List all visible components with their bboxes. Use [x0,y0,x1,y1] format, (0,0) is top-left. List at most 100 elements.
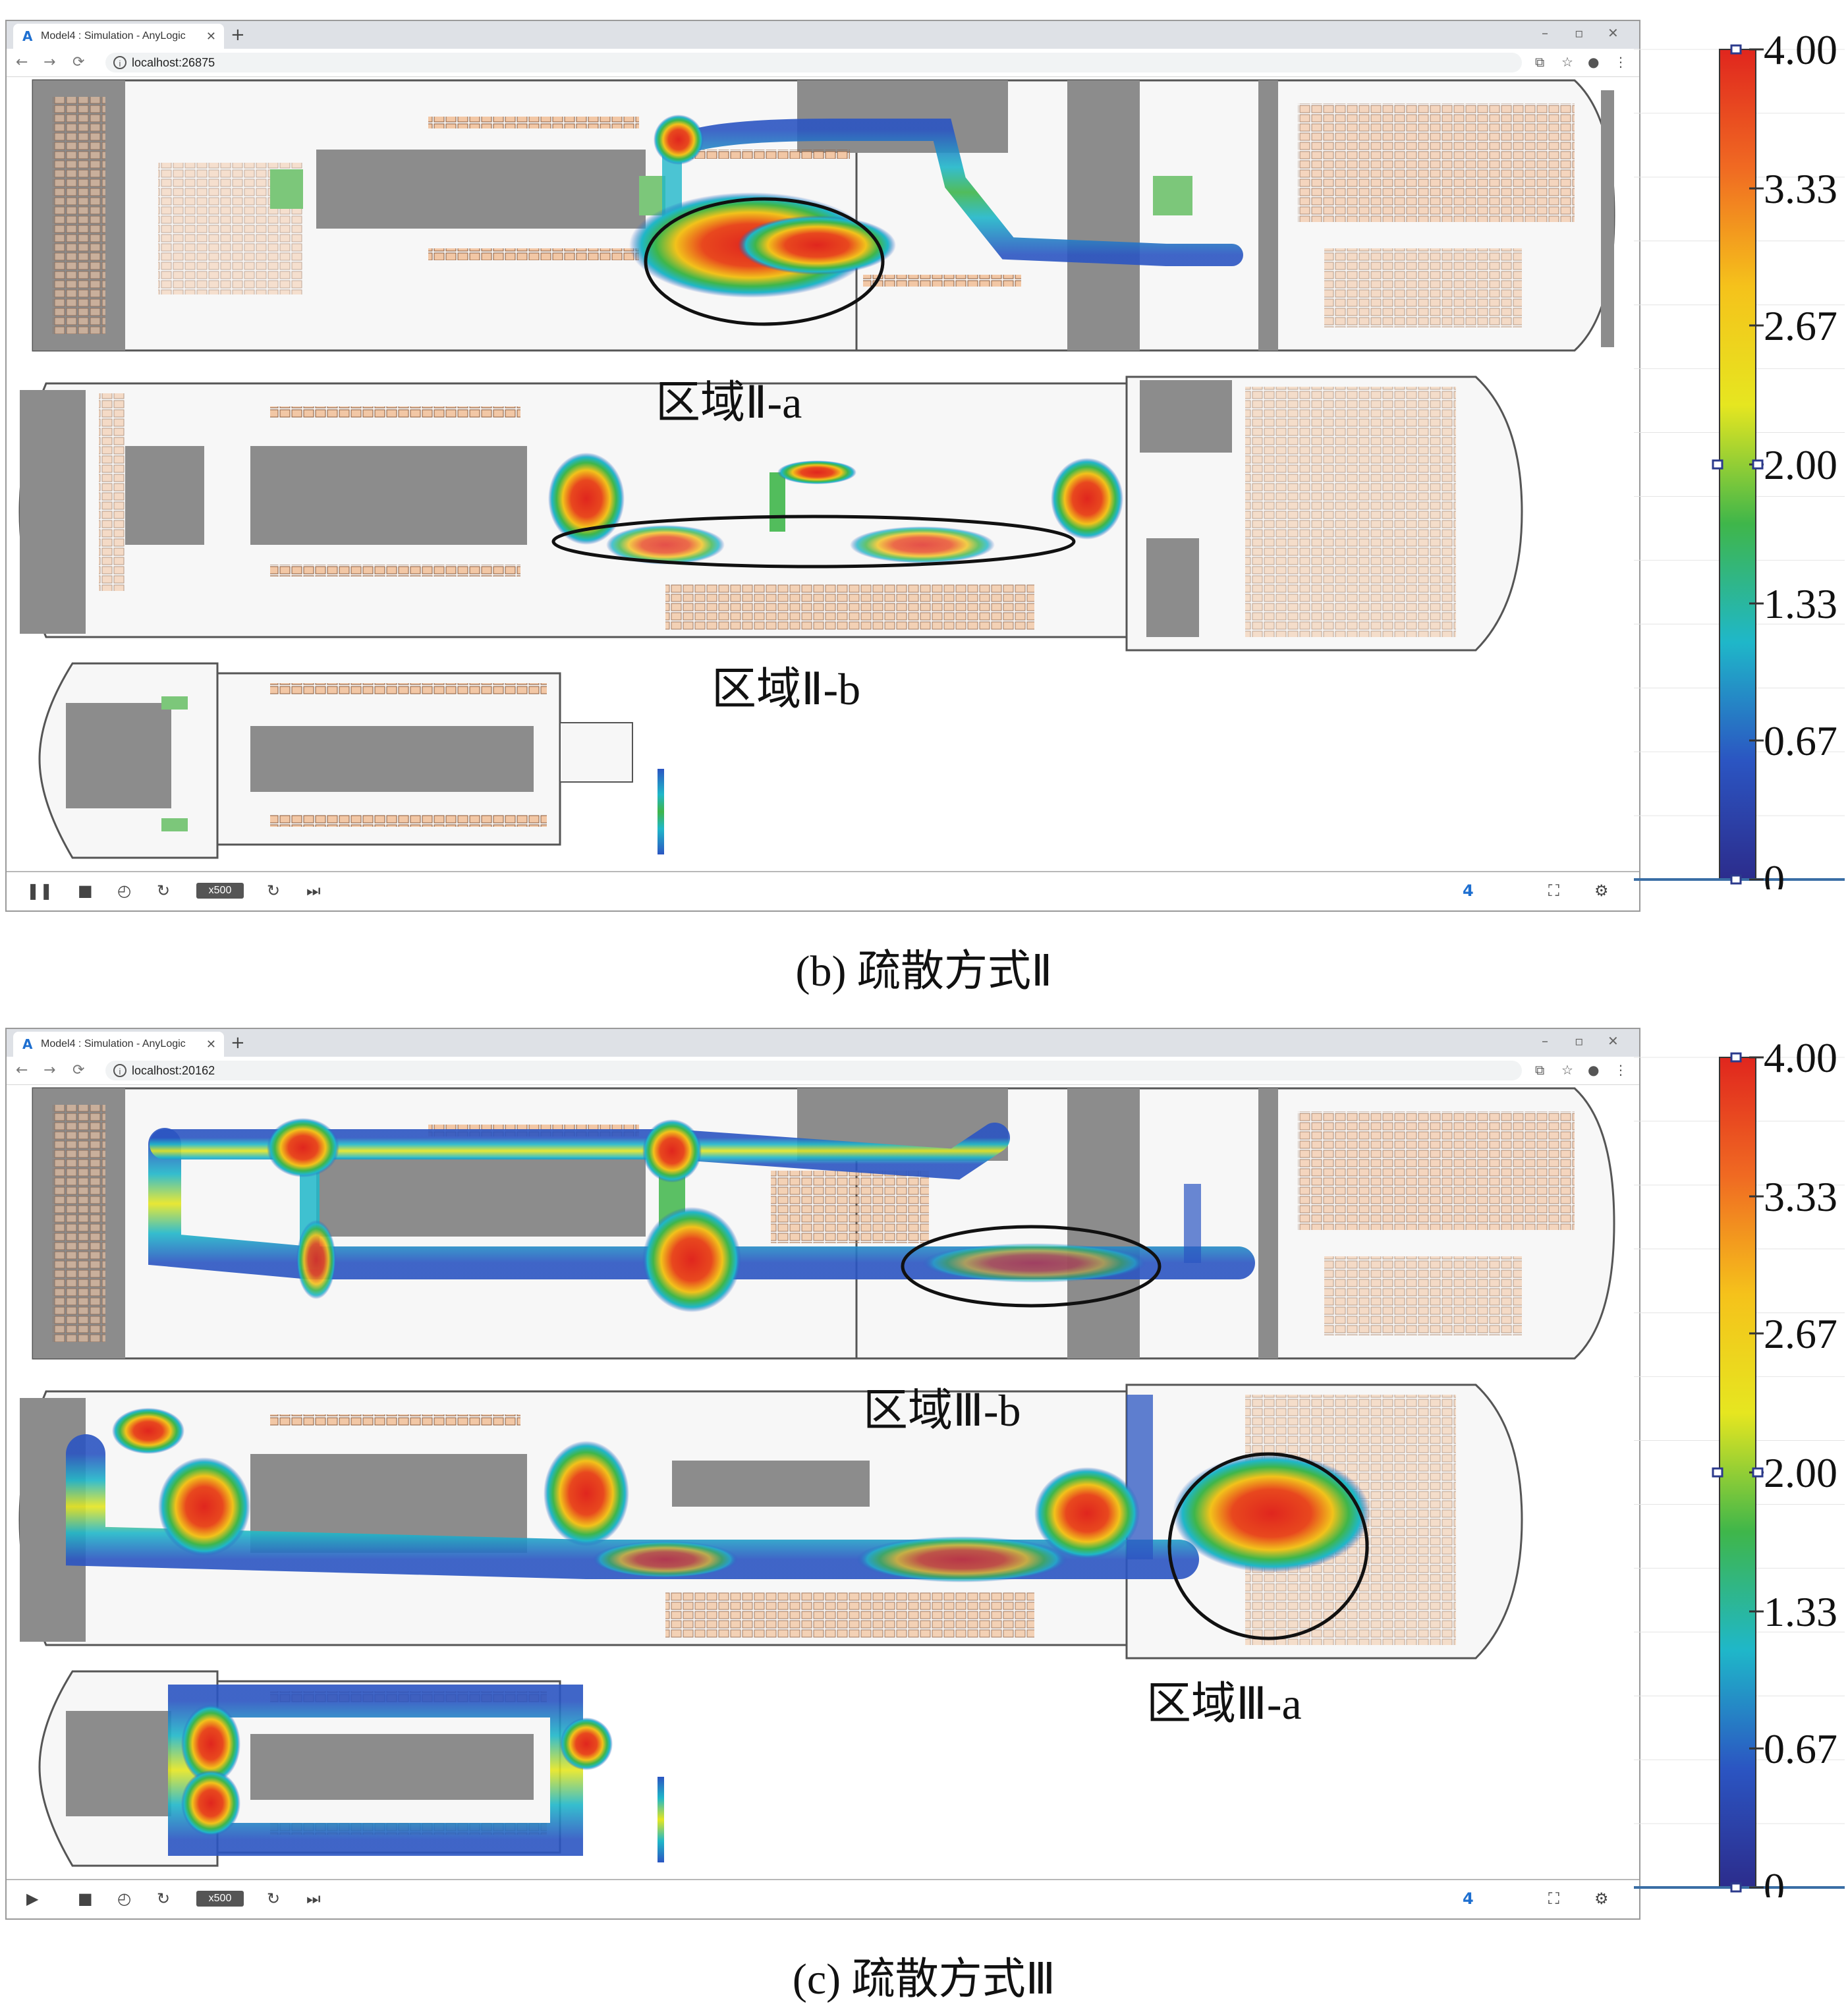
bookmark-star-icon[interactable]: ☆ [1561,1062,1573,1078]
deck-plan-heatmap-b [18,79,1615,859]
colorbar-tick-label: 4.00 [1764,26,1837,73]
account-icon[interactable]: ● [1588,54,1600,70]
anylogic-brand-icon[interactable]: 4 [1463,1889,1474,1908]
panel-b: A Model4 : Simulation - AnyLogic ✕ + – ▫… [0,0,1848,995]
step-icon[interactable]: ◴ [117,1889,131,1908]
speed-readout: x500 [196,1891,244,1907]
deck-upper [32,1087,1615,1360]
fullscreen-icon[interactable]: ⛶ [1548,1889,1559,1908]
play-icon[interactable]: ▶ [26,1889,39,1908]
simulation-control-bar-b: ❚❚ ■ ◴ ↻ x500 ↻ ⏭ 4 ⛶ ⚙ [7,871,1639,910]
tab-bar: A Model4 : Simulation - AnyLogic ✕ + – ▫… [7,21,1639,49]
info-icon[interactable]: i [113,56,126,69]
back-icon[interactable]: ← [16,1062,28,1078]
caption-c: (c) 疏散方式Ⅲ [792,1955,1056,2003]
speed-readout: x500 [196,883,244,899]
settings-icon[interactable]: ⚙ [1594,1889,1609,1908]
account-icon[interactable]: ● [1588,1062,1600,1078]
colorbar-tick-label: 4.00 [1764,1034,1837,1081]
url-text: localhost:20162 [132,1063,215,1077]
colorbar-tick-label: 2.67 [1764,1310,1837,1357]
simulation-viewport-c[interactable] [7,1085,1639,1879]
colorbar-tick-label: 3.33 [1764,1173,1837,1220]
fullscreen-icon[interactable]: ⛶ [1548,881,1559,900]
speed-up-icon[interactable]: ↻ [267,881,281,900]
speed-down-icon[interactable]: ↻ [157,1889,171,1908]
anylogic-logo-icon: A [22,28,33,44]
maximize-icon[interactable]: ▫ [1575,1033,1584,1049]
tab-close-icon[interactable]: ✕ [206,29,216,43]
window-close-icon[interactable]: ✕ [1608,1033,1619,1049]
colorbar-tick-label: 2.00 [1764,1449,1837,1496]
tab-bar: A Model4 : Simulation - AnyLogic ✕ + – ▫… [7,1029,1639,1057]
colorbar-tick-label: 0.67 [1764,1725,1837,1772]
pause-icon[interactable]: ❚❚ [26,881,53,900]
minimize-icon[interactable]: – [1542,1033,1548,1049]
address-bar: ← → ⟳ i localhost:26875 ⧉ ☆ ● ⋮ [7,49,1639,77]
region-label-2a: 区域Ⅱ-a [656,377,802,428]
colorbar-handle[interactable] [1730,874,1742,885]
maximize-icon[interactable]: ▫ [1575,25,1584,41]
simulation-viewport-b[interactable] [7,77,1639,871]
panel-c: A Model4 : Simulation - AnyLogic ✕ + – ▫… [0,1008,1848,2003]
address-bar: ← → ⟳ i localhost:20162 ⧉ ☆ ● ⋮ [7,1057,1639,1085]
url-field[interactable]: i localhost:20162 [105,1061,1522,1080]
browser-menu-icon[interactable]: ⋮ [1614,1062,1627,1078]
colorbar-handle[interactable] [1712,1467,1723,1478]
skip-icon[interactable]: ⏭ [306,1889,321,1908]
colorbar-handle[interactable] [1730,1882,1742,1893]
url-text: localhost:26875 [132,55,215,69]
forward-icon[interactable]: → [43,1062,56,1078]
bookmark-star-icon[interactable]: ☆ [1561,54,1573,70]
region-label-2b: 区域Ⅱ-b [712,664,861,714]
colorbar-tick-label: 2.67 [1764,302,1837,349]
deck-lower [38,662,664,859]
stop-icon[interactable]: ■ [78,1889,93,1908]
region-label-3b: 区域Ⅲ-b [863,1385,1021,1436]
colorbar-tick-label: 0 [1764,856,1785,889]
browser-window-b: A Model4 : Simulation - AnyLogic ✕ + – ▫… [5,20,1640,912]
reload-icon[interactable]: ⟳ [72,54,85,70]
colorbar-handle[interactable] [1730,1052,1742,1063]
skip-icon[interactable]: ⏭ [306,881,321,900]
speed-down-icon[interactable]: ↻ [157,881,171,900]
tab-title: Model4 : Simulation - AnyLogic [41,1038,186,1049]
colorbar-tick-label: 2.00 [1764,441,1837,488]
translate-icon[interactable]: ⧉ [1535,1062,1545,1078]
stop-icon[interactable]: ■ [78,881,93,900]
tab-close-icon[interactable]: ✕ [206,1037,216,1051]
deck-plan-heatmap-c [18,1087,1615,1867]
deck-upper [32,79,1615,352]
colorbar-tick-label: 3.33 [1764,165,1837,212]
url-field[interactable]: i localhost:26875 [105,53,1522,72]
translate-icon[interactable]: ⧉ [1535,54,1545,70]
colorbar-handle[interactable] [1752,459,1764,470]
deck-lower [38,1670,664,1867]
forward-icon[interactable]: → [43,54,56,70]
colorbar-tick-label: 0 [1764,1864,1785,1897]
back-icon[interactable]: ← [16,54,28,70]
anylogic-brand-icon[interactable]: 4 [1463,881,1474,900]
speed-up-icon[interactable]: ↻ [267,1889,281,1908]
colorbar-tick-label: 1.33 [1764,580,1837,627]
step-icon[interactable]: ◴ [117,881,131,900]
minimize-icon[interactable]: – [1542,25,1548,41]
info-icon[interactable]: i [113,1064,126,1077]
colorbar-svg-c: 4.00 3.33 2.67 2.00 1.33 0.67 0 [1634,1034,1845,1897]
reload-icon[interactable]: ⟳ [72,1062,85,1078]
settings-icon[interactable]: ⚙ [1594,881,1609,900]
new-tab-button[interactable]: + [231,1033,245,1053]
caption-b: (b) 疏散方式Ⅱ [795,947,1053,995]
deck-middle [18,1383,1523,1660]
browser-tab[interactable]: A Model4 : Simulation - AnyLogic ✕ [13,1032,224,1057]
colorbar-c: 4.00 3.33 2.67 2.00 1.33 0.67 0 [1627,1034,1848,1917]
browser-tab[interactable]: A Model4 : Simulation - AnyLogic ✕ [13,24,224,49]
colorbar-handle[interactable] [1730,44,1742,55]
colorbar-handle[interactable] [1712,459,1723,470]
colorbar-handle[interactable] [1752,1467,1764,1478]
window-close-icon[interactable]: ✕ [1608,25,1619,41]
colorbar-tick-label: 1.33 [1764,1588,1837,1635]
new-tab-button[interactable]: + [231,25,245,45]
browser-menu-icon[interactable]: ⋮ [1614,54,1627,70]
